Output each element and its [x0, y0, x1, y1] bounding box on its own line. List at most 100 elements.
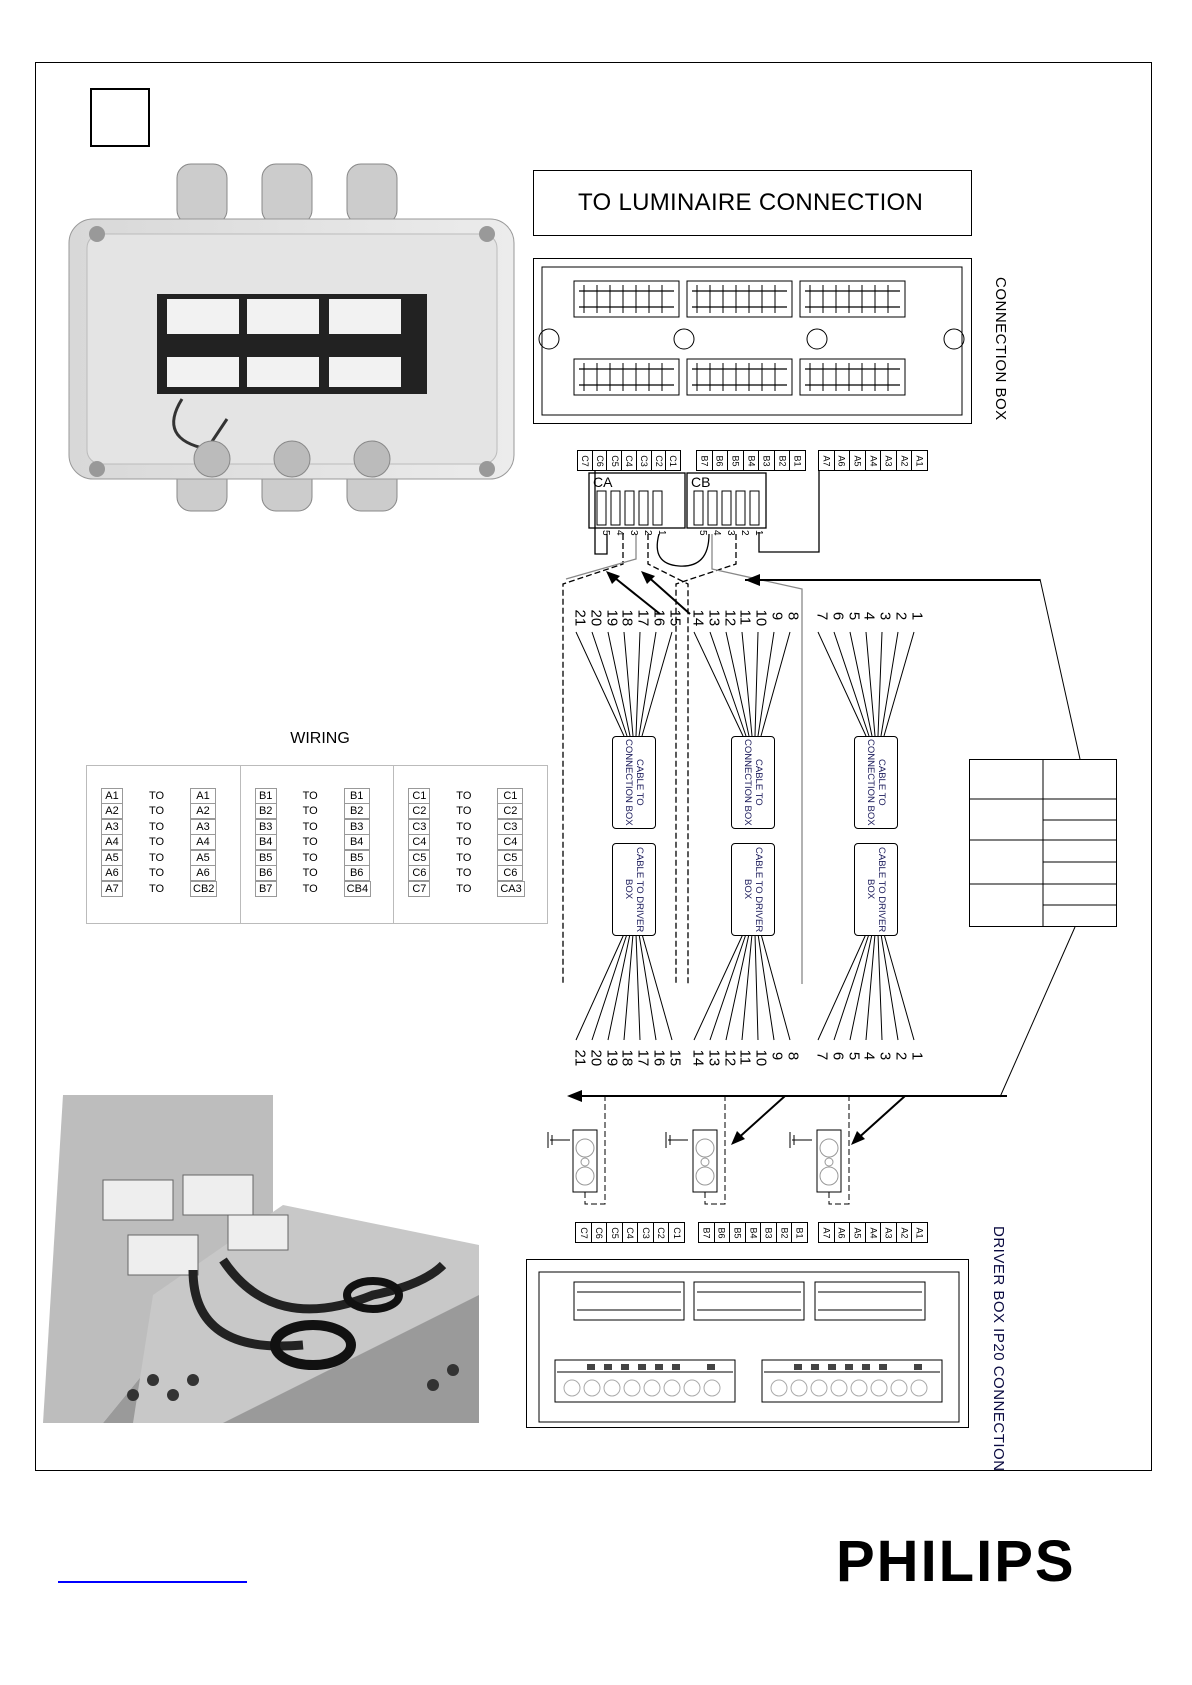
- terminal-label: B4: [748, 1226, 759, 1239]
- wiring-to: TO: [148, 882, 165, 895]
- wiring-source: C7: [408, 880, 431, 897]
- connector-pin-number: 5: [697, 530, 708, 536]
- legend-table: [969, 759, 1117, 927]
- terminal-cell: B1: [791, 1223, 807, 1242]
- terminal-label: B5: [730, 454, 741, 467]
- cable-label: CABLE TO DRIVER BOX: [865, 846, 887, 933]
- terminal-label: B7: [699, 454, 710, 467]
- connector-pin-number: 4: [711, 530, 722, 536]
- wire-number: 15: [666, 1049, 684, 1067]
- wiring-source: A4: [101, 834, 123, 851]
- wiring-to: TO: [456, 789, 472, 802]
- terminal-label: C1: [671, 1226, 682, 1239]
- wiring-target: CB4: [343, 880, 372, 897]
- terminal-label: C5: [609, 454, 620, 467]
- terminal-label: B2: [777, 454, 788, 467]
- terminal-label: A1: [914, 454, 925, 467]
- terminal-label: A3: [883, 1226, 894, 1239]
- wiring-target: A1: [190, 787, 216, 804]
- connector-pin-number: 4: [614, 530, 625, 536]
- terminal-label: A4: [868, 1226, 879, 1239]
- cable-label: CABLE TO CONNECTION BOX: [742, 739, 764, 826]
- cable-to-driver-box: CABLE TO DRIVER BOX: [731, 843, 775, 936]
- terminal-cell: A4: [864, 1223, 881, 1242]
- terminal-cell: A7: [819, 451, 834, 470]
- wiring-to: TO: [302, 851, 318, 864]
- terminal-cell: A1: [911, 451, 927, 470]
- connector-pin: [652, 490, 663, 526]
- terminal-cell: C6: [590, 1223, 607, 1242]
- wiring-to: TO: [148, 789, 165, 802]
- connector-pin: [749, 490, 760, 526]
- driver-box-label: DRIVER BOX IP20 CONNECTION: [990, 1226, 1007, 1472]
- wiring-source: B5: [254, 849, 277, 866]
- wiring-source: A1: [101, 787, 123, 804]
- terminal-label: A4: [868, 454, 879, 467]
- wiring-source: C4: [408, 834, 431, 851]
- terminal-cell: A6: [833, 451, 850, 470]
- wiring-row: A2 TO A2: [101, 803, 240, 820]
- terminal-cell: C4: [621, 1223, 638, 1242]
- wiring-to: TO: [302, 789, 318, 802]
- terminal-label: B3: [763, 1226, 774, 1239]
- connector-pin-number: 3: [725, 530, 736, 536]
- wiring-to: TO: [456, 836, 472, 849]
- wiring-source: C5: [408, 849, 431, 866]
- terminal-label: C3: [638, 454, 649, 467]
- terminal-label: B6: [714, 454, 725, 467]
- wiring-target: C2: [497, 803, 524, 820]
- terminal-label: A5: [852, 454, 863, 467]
- terminal-cell: B4: [742, 451, 759, 470]
- wiring-target: A2: [190, 803, 216, 820]
- terminal-cell: A5: [849, 1223, 865, 1242]
- terminal-label: A1: [914, 1226, 925, 1239]
- connector-pin-number: 1: [656, 530, 667, 536]
- terminal-cell: C1: [668, 1223, 684, 1242]
- connector-pin: [596, 490, 607, 526]
- wiring-source: B4: [254, 834, 277, 851]
- cable-to-driver-box: CABLE TO DRIVER BOX: [612, 843, 656, 936]
- wire-number: 8: [784, 611, 802, 621]
- wiring-target: B4: [343, 834, 370, 851]
- terminal-cell: A4: [864, 451, 881, 470]
- connector-pin: [707, 490, 718, 526]
- terminal-label: C2: [653, 454, 664, 467]
- wire-number: 15: [666, 609, 684, 627]
- terminal-cell: B6: [711, 451, 728, 470]
- wiring-to: TO: [148, 851, 165, 864]
- cable-label: CABLE TO CONNECTION BOX: [865, 739, 887, 826]
- terminal-cell: C7: [576, 1223, 591, 1242]
- connector-pin: [624, 490, 635, 526]
- wiring-to: TO: [148, 805, 165, 818]
- wiring-source: A2: [101, 803, 123, 820]
- wiring-source: A6: [101, 865, 123, 882]
- wiring-row: A1 TO A1: [101, 787, 240, 804]
- wiring-source: C2: [408, 803, 431, 820]
- connector-pin-number: 3: [628, 530, 639, 536]
- terminal-cell: B2: [773, 451, 790, 470]
- terminal-label: C6: [593, 1226, 604, 1239]
- connector-ca-label: CA: [593, 474, 613, 490]
- connector-pin: [721, 490, 732, 526]
- terminal-cell: A2: [895, 1223, 912, 1242]
- hyperlink-underline[interactable]: [58, 1581, 247, 1583]
- driver-box-drawing: [526, 1259, 969, 1428]
